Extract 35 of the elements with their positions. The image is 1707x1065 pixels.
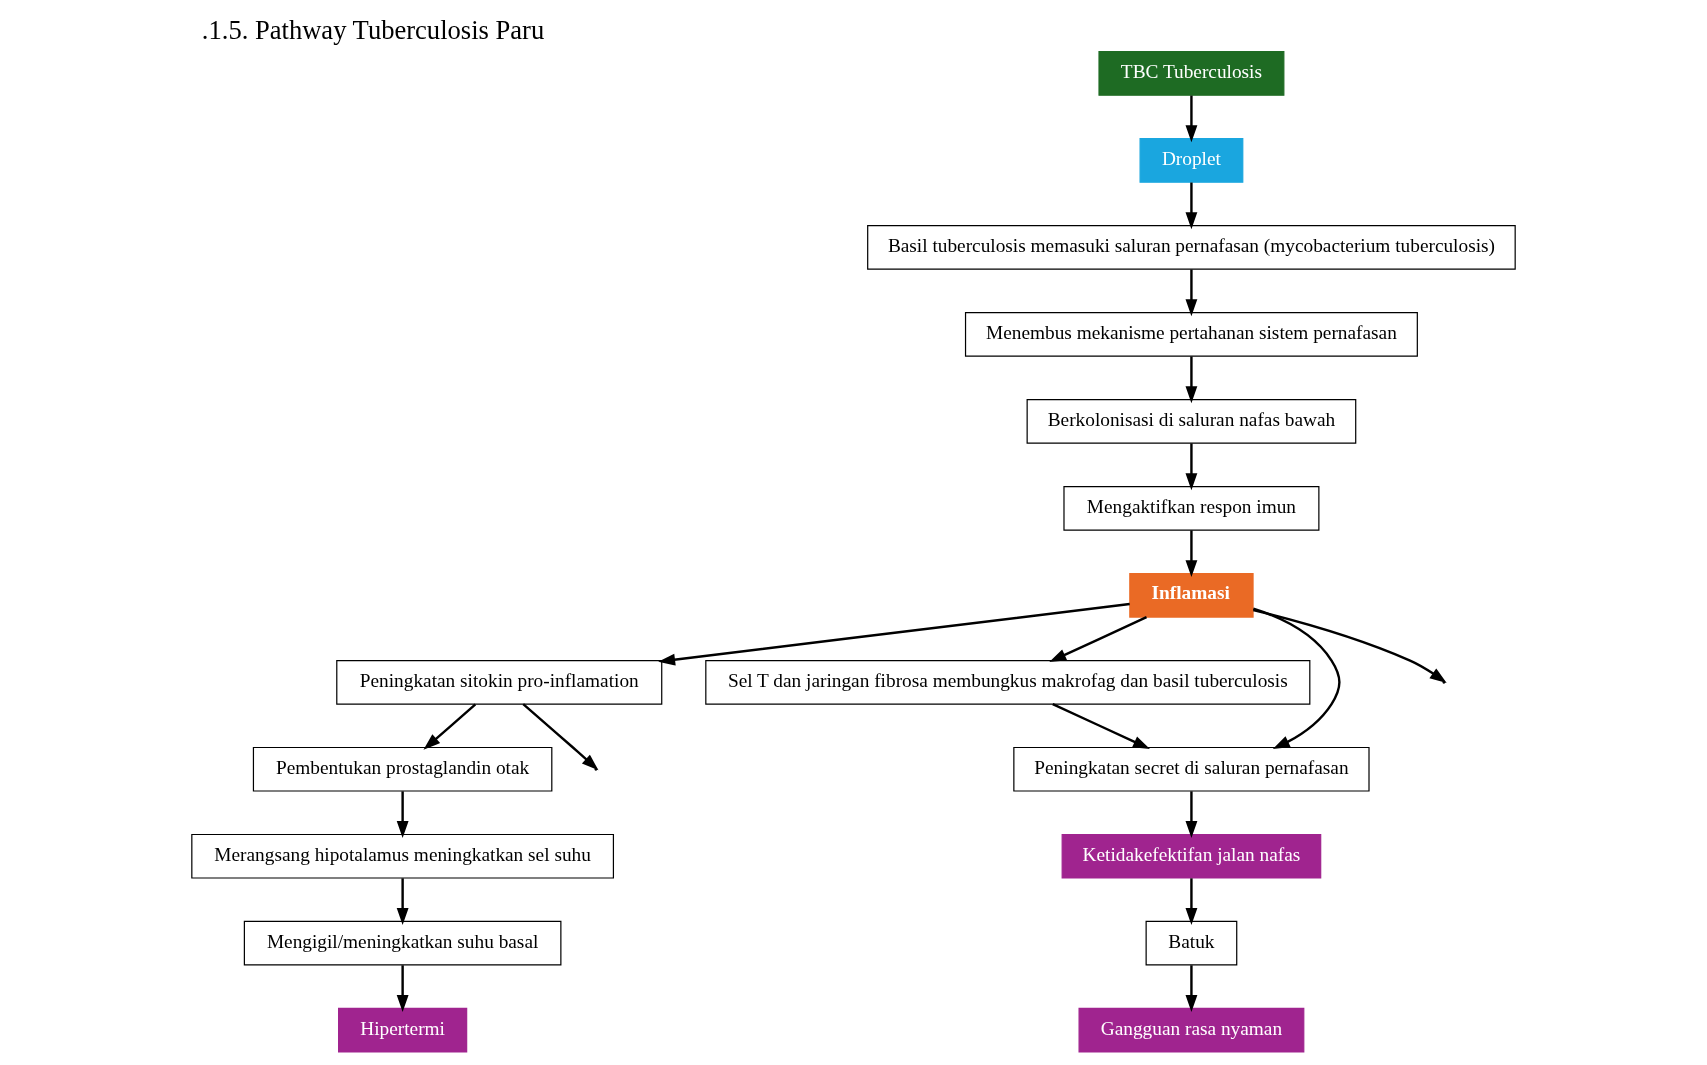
node-box: Ketidakefektifan jalan nafas: [1061, 833, 1322, 879]
node-box: Peningkatan sitokin pro-inflamation: [336, 659, 663, 705]
diagram-title: .1.5. Pathway Tuberculosis Paru: [201, 15, 545, 46]
arrow: [1185, 878, 1198, 925]
arrow: [1185, 95, 1198, 143]
arrow: [1049, 616, 1148, 662]
arrow: [1185, 356, 1198, 404]
node-box: Mengigil/meningkatkan suhu basal: [243, 920, 562, 966]
arrow: [1185, 791, 1198, 839]
arrow: [1185, 269, 1198, 317]
arrow: [1052, 703, 1150, 749]
node-box: TBC Tuberculosis: [1098, 51, 1285, 96]
node-box: Batuk: [1145, 920, 1238, 966]
arrow: [1185, 965, 1198, 1012]
node-box: Peningkatan secret di saluran pernafasan: [1013, 746, 1370, 792]
node-box: Inflamasi: [1129, 572, 1254, 618]
arrow: [1185, 530, 1198, 578]
node-box: Merangsang hipotalamus meningkatkan sel suhu: [191, 833, 615, 879]
arrow: [423, 703, 477, 750]
node-box: Pembentukan prostaglandin otak: [252, 746, 553, 792]
node-box: Hipertermi: [338, 1007, 468, 1053]
node-box: Gangguan rasa nyaman: [1078, 1007, 1305, 1053]
node-box: Mengaktifkan respon imun: [1063, 486, 1320, 531]
node-box: Menembus mekanisme pertahanan sistem pernafasan: [964, 312, 1418, 357]
node-box: Basil tuberculosis memasuki saluran pernafasan (mycobacterium tuberculosis): [867, 225, 1516, 270]
arrow: [1185, 443, 1198, 491]
arrow: [396, 878, 409, 925]
node-box: Droplet: [1139, 138, 1244, 183]
node-box: Berkolonisasi di saluran nafas bawah: [1026, 399, 1357, 444]
arrow: [396, 791, 409, 839]
node-box: Sel T dan jaringan fibrosa membungkus makrofag dan basil tuberculosis: [705, 659, 1311, 705]
arrow: [1185, 182, 1198, 230]
arrow: [1252, 607, 1341, 749]
arrow: [396, 965, 409, 1012]
arrow: [658, 602, 1130, 666]
